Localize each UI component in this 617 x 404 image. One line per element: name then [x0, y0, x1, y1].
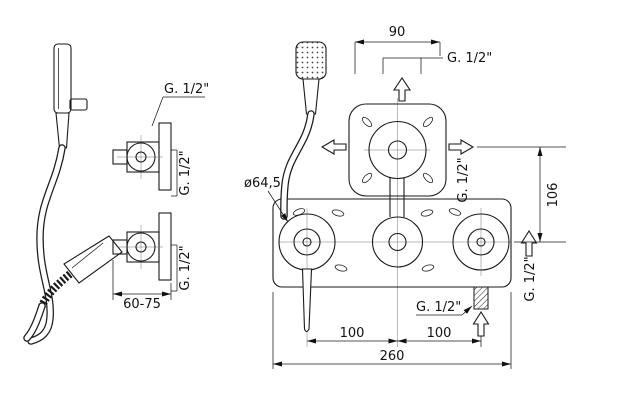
thread-label-top-side: G. 1/2"	[164, 82, 209, 97]
thread-label-outlet-lower: G. 1/2"	[178, 245, 193, 290]
knob-middle	[371, 216, 424, 268]
mounting-hole	[334, 264, 348, 272]
mounting-plate	[272, 198, 512, 288]
front-view-dimensions: 90 G. 1/2" ø64,5 G. 1/2" 106 G. 1/2" G. …	[244, 25, 566, 369]
threaded-nipple	[473, 286, 489, 310]
flow-arrow-up-right	[520, 229, 538, 257]
valve-unit-upper-side	[112, 122, 172, 191]
mounting-hole	[361, 116, 373, 128]
dim-label-100-left: 100	[340, 326, 365, 341]
mounting-hole	[422, 172, 434, 184]
dim-label-260: 260	[380, 349, 405, 364]
dim-label-106: 106	[546, 183, 561, 208]
mounting-hole	[420, 209, 434, 217]
mixer-lever	[301, 268, 313, 333]
flow-arrow-left	[320, 139, 347, 155]
top-outlet-plate	[348, 103, 447, 217]
shower-hose-side	[23, 144, 123, 345]
thread-label-right: G. 1/2"	[523, 256, 538, 301]
side-view: G. 1/2" G. 1/2" G. 1/2" 60-75	[23, 43, 209, 345]
flow-arrow-up-bottom	[472, 310, 490, 337]
mounting-hole	[422, 116, 434, 128]
shower-head-face	[295, 41, 327, 80]
dim-label-wall-depth: 60-75	[123, 297, 161, 312]
side-view-dimensions: G. 1/2" G. 1/2" G. 1/2" 60-75	[112, 82, 209, 312]
mounting-hole	[331, 209, 345, 217]
flow-arrow-up-top	[392, 77, 412, 102]
dim-label-diameter: ø64,5	[244, 176, 281, 191]
thread-label-side: G. 1/2"	[456, 157, 471, 202]
thread-label-bottom: G. 1/2"	[416, 300, 461, 315]
mounting-hole	[448, 208, 462, 216]
hand-shower-front	[280, 41, 327, 220]
shower-holder-bracket	[69, 98, 88, 111]
dim-label-90: 90	[389, 25, 406, 40]
dim-label-100-right: 100	[427, 326, 452, 341]
thread-label-outlet-upper: G. 1/2"	[178, 150, 193, 195]
thread-label-top-front: G. 1/2"	[447, 51, 492, 66]
flow-arrow-right	[448, 139, 475, 155]
hose-cone-fitting	[63, 235, 123, 284]
hand-shower-side	[53, 43, 88, 149]
mounting-hole	[421, 264, 435, 272]
valve-unit-lower-side	[112, 212, 172, 281]
knob-right	[452, 213, 510, 271]
front-view: 90 G. 1/2" ø64,5 G. 1/2" 106 G. 1/2" G. …	[244, 25, 566, 369]
mounting-hole	[361, 172, 373, 184]
